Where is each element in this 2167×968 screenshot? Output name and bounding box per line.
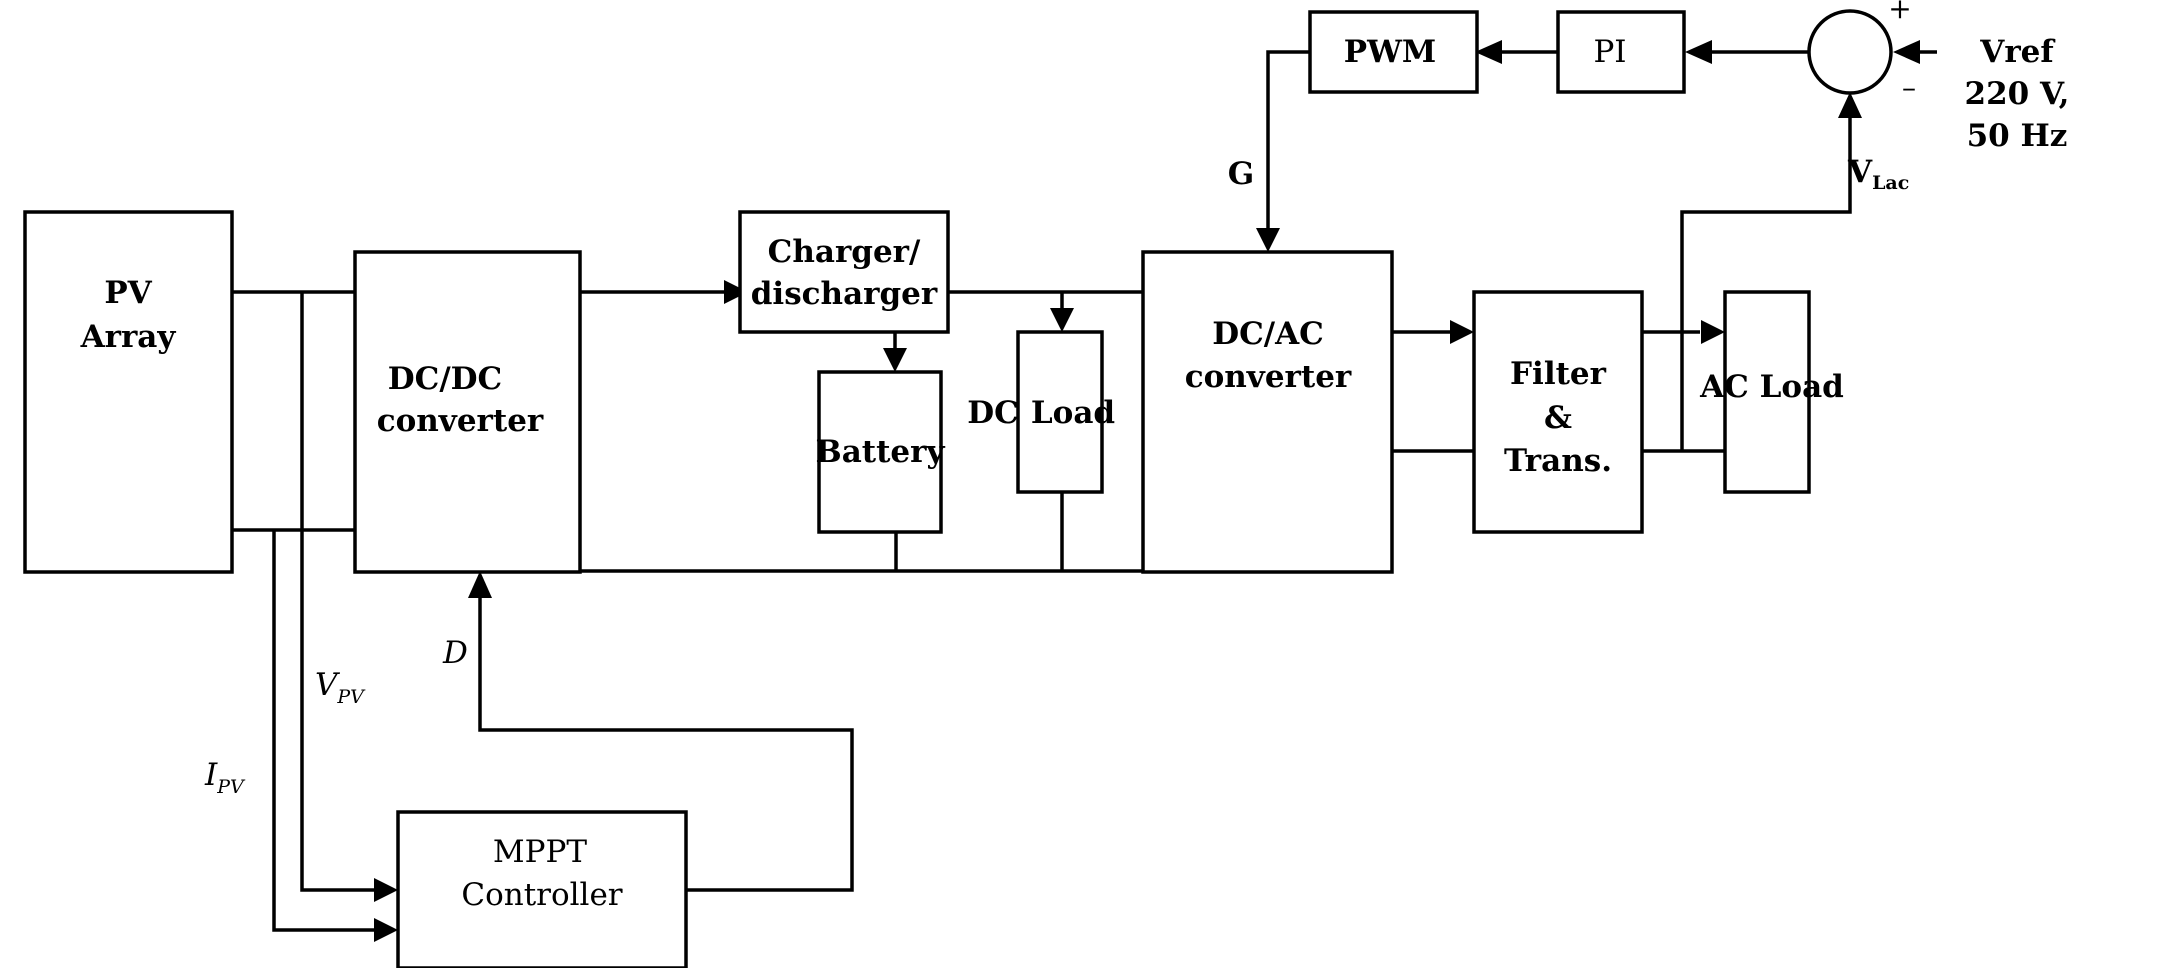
summing-plus-sign: + [1888,0,1911,25]
vlac-label-main: V [1847,154,1873,190]
vpv-label-main: V [315,667,341,703]
pv-array-label-line1: PV [104,275,152,311]
arrow-into-charger [724,280,748,304]
vref-label-line2: 220 V, [1965,76,2070,112]
dc-load-box [1016,330,1104,494]
wires [232,50,1937,932]
pi-box [1556,10,1686,94]
dcdc-converter-block: DC/DC converter [353,250,582,574]
filter-block: Filter & Trans. [1472,290,1644,534]
arrow-into-mppt-vpv [374,878,398,902]
signal-labels: G D VPV IPV VLac Vref 220 V, 50 Hz [204,34,2069,798]
summing-junction-circle [1807,9,1893,95]
charger-label-line1: Charger/ [768,234,921,270]
pwm-block: PWM [1308,10,1479,94]
arrow-into-filter [1450,320,1474,344]
pwm-box [1308,10,1479,94]
mppt-label-line1: MPPT [493,834,587,870]
arrow-into-pwm [1475,40,1502,64]
filter-label-line2: & [1544,400,1572,436]
ac-load-block: AC Load [1699,290,1844,494]
filter-label-line1: Filter [1510,356,1607,392]
dcac-label-line2: converter [1185,359,1352,395]
dcdc-label-line1: DC/DC [388,361,502,397]
filter-label-line3: Trans. [1504,443,1612,479]
pv-array-block: PV Array [23,210,234,574]
arrow-into-dcload [1050,308,1074,332]
mppt-label-line2: Controller [461,877,622,913]
gate-signal-label: G [1228,156,1254,192]
filter-box [1472,290,1644,534]
arrow-into-mppt-ipv [374,918,398,942]
charger-label-line2: discharger [751,276,938,312]
dcac-converter-box [1141,250,1394,574]
arrow-into-dcdc-duty [468,571,492,598]
vref-label-line3: 50 Hz [1967,118,2068,154]
vpv-label: VPV [315,667,366,708]
pi-block: PI [1556,10,1686,94]
arrowheads [374,40,1920,942]
ac-load-label: AC Load [1699,369,1844,405]
dcac-converter-block: DC/AC converter [1141,250,1394,574]
dcac-label-line1: DC/AC [1212,316,1324,352]
ipv-label-main: I [204,757,218,793]
vlac-label: VLac [1847,154,1909,194]
dc-load-label-dc: DC [967,395,1019,431]
wire-ipv-sense [272,530,375,932]
mppt-block: MPPT Controller [396,810,688,968]
duty-signal-label: D [442,635,468,671]
wire-duty-feedback [478,590,854,892]
arrow-into-junction-feedback [1838,92,1862,118]
mppt-box [396,810,688,968]
wire-gate-signal [1266,50,1310,230]
arrow-into-pi [1685,40,1712,64]
pv-array-box [23,210,234,574]
vlac-label-sub: Lac [1872,172,1909,194]
wire-vlac-feedback [1680,118,1852,451]
pwm-label: PWM [1344,34,1436,70]
ipv-label: IPV [204,757,246,798]
pv-array-label-line2: Array [80,319,177,355]
arrow-into-battery [883,348,907,372]
arrow-into-dcac-gate [1256,228,1280,252]
battery-block: Battery [816,370,946,534]
summing-minus-sign: – [1902,71,1916,104]
ac-load-box [1723,290,1811,494]
battery-box [817,370,943,534]
charger-box [738,210,950,334]
dc-load-block: DC Load [967,330,1115,494]
battery-label: Battery [816,434,946,470]
vpv-label-sub: PV [336,686,366,708]
dcdc-converter-box [353,250,582,574]
dcdc-label-line2: converter [377,403,544,439]
arrow-into-acload [1701,320,1725,344]
dc-load-label-load: Load [1031,395,1115,431]
ipv-label-sub: PV [216,776,246,798]
wire-vpv-sense [300,292,375,892]
charger-block: Charger/ discharger [738,210,950,334]
pi-label: PI [1593,34,1626,70]
summing-junction: + – [1807,0,1916,104]
arrow-into-junction-ref [1893,40,1920,64]
vref-label-line1: Vref [1979,34,2055,70]
